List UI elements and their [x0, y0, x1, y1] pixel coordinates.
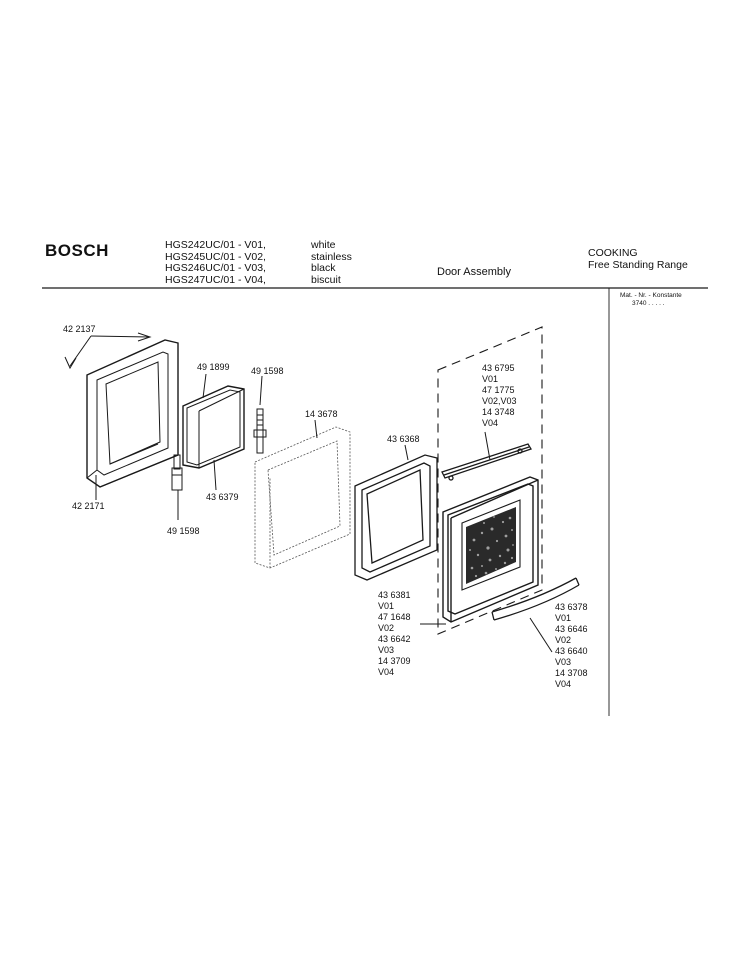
- part-label-436379: 43 6379: [206, 492, 239, 502]
- part-label-491899: 49 1899: [197, 362, 230, 372]
- brand-logo: BOSCH: [45, 241, 109, 260]
- leader-143678: [314, 419, 318, 439]
- part-label-422137: 42 2137: [63, 324, 96, 334]
- part-label-491598-bottom: 49 1598: [167, 526, 200, 536]
- outer-door-frame: [86, 339, 179, 488]
- model-item: HGS246UC/01 - V03,: [165, 262, 266, 274]
- page-title: Door Assembly: [437, 266, 511, 278]
- model-item: HGS242UC/01 - V01,: [165, 239, 266, 251]
- part-group-item: 47 1648: [378, 612, 411, 622]
- part-group-item: 43 6640: [555, 646, 588, 656]
- leader-436795: [484, 431, 491, 461]
- hinge-bracket-left: [171, 454, 183, 491]
- assembly-boundary: [437, 326, 543, 635]
- leader-491899: [202, 373, 207, 399]
- part-group-item: V01: [482, 374, 499, 384]
- part-group-item: V03: [378, 645, 395, 655]
- leader-436378: [529, 617, 553, 653]
- material-note-line: Mat. - Nr. - Konstante: [620, 292, 682, 299]
- subcategory-label: Free Standing Range: [588, 258, 688, 271]
- part-group-item: 43 6642: [378, 634, 411, 644]
- leader-491598-top: [259, 375, 263, 406]
- color-item: black: [311, 262, 336, 274]
- part-group-item: 43 6646: [555, 624, 588, 634]
- part-group-bottom-left: 43 6381 V01 47 1648 V02 43 6642 V03 14 3…: [378, 590, 411, 678]
- color-item: biscuit: [311, 273, 341, 286]
- top-trim-strip: [441, 443, 532, 481]
- part-group-top: 43 6795 V01 47 1775 V02,V03 14 3748 V04: [482, 363, 517, 429]
- part-label-491598-top: 49 1598: [251, 366, 284, 376]
- part-group-item: 14 3708: [555, 668, 588, 678]
- outer-door-panel: [442, 476, 539, 623]
- part-group-item: 14 3748: [482, 407, 515, 417]
- part-group-item: V02: [378, 623, 395, 633]
- part-group-item: 47 1775: [482, 385, 515, 395]
- door-handle: [491, 577, 580, 621]
- part-group-item: V02,V03: [482, 396, 517, 406]
- model-item: HGS247UC/01 - V04,: [165, 273, 266, 286]
- part-group-item: 43 6378: [555, 602, 588, 612]
- inner-frame-14-3678: [254, 426, 351, 569]
- part-group-bottom-right: 43 6378 V01 43 6646 V02 43 6640 V03 14 3…: [555, 602, 588, 690]
- part-group-item: V02: [555, 635, 572, 645]
- leader-436368: [404, 444, 409, 461]
- leader-422137: [69, 335, 92, 367]
- part-group-item: 14 3709: [378, 656, 411, 666]
- part-group-item: V03: [555, 657, 572, 667]
- hinge-bracket-right: [253, 408, 267, 454]
- part-label-422171: 42 2171: [72, 501, 105, 511]
- model-item: HGS245UC/01 - V02,: [165, 250, 266, 263]
- color-item: stainless: [311, 250, 352, 263]
- part-group-item: 43 6795: [482, 363, 515, 373]
- part-label-436368: 43 6368: [387, 434, 420, 444]
- material-note: Mat. - Nr. - Konstante 3740 . . . . .: [620, 292, 682, 308]
- color-list: white stainless black biscuit: [311, 239, 352, 286]
- part-group-item: 43 6381: [378, 590, 411, 600]
- part-label-143678: 14 3678: [305, 409, 338, 419]
- color-item: white: [311, 239, 336, 251]
- part-group-item: V04: [378, 667, 395, 677]
- part-group-item: V01: [555, 613, 572, 623]
- model-list: HGS242UC/01 - V01, HGS245UC/01 - V02, HG…: [165, 239, 266, 286]
- material-note-code: 3740 . . . . .: [632, 300, 665, 307]
- category-label: COOKING: [588, 247, 638, 259]
- part-group-item: V04: [555, 679, 572, 689]
- category-block: COOKING Free Standing Range: [588, 247, 688, 271]
- part-group-item: V04: [482, 418, 499, 428]
- part-group-item: V01: [378, 601, 395, 611]
- glass-texture: [466, 507, 516, 584]
- inner-glass-frame: [354, 454, 438, 581]
- insulation-panel: [182, 385, 245, 469]
- leader-436379: [213, 459, 217, 491]
